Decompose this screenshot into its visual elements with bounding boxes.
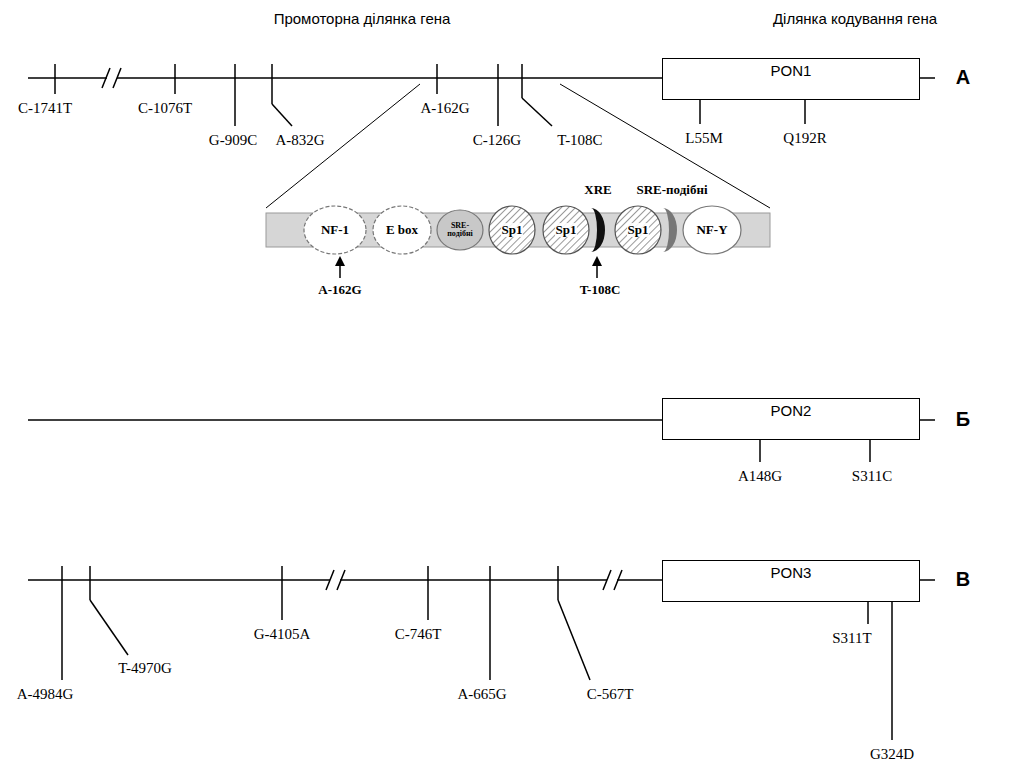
factor-site: Sp1 [488,205,536,255]
site-ellipse [373,206,431,254]
variant-label: G-4105A [254,626,311,643]
variant-label: G324D [870,746,914,763]
snp-tick [174,64,176,94]
break-mark [614,570,622,590]
break-mark [102,68,110,88]
snp-tick [497,64,499,126]
sre-site [663,208,677,252]
gene-box: PON2 [662,398,920,440]
variant-label: C-1741T [18,100,72,117]
arrow-head [592,256,602,266]
variant-label: G-909C [209,132,257,149]
site-name: NF-Y [696,223,727,237]
panel-letter: А [956,66,970,89]
panel-letter: Б [956,408,970,431]
variant-label: A-832G [275,132,324,149]
snp-tick [489,566,491,680]
gene-name: PON3 [771,561,812,581]
snp-tick [54,64,56,94]
snp-tick [759,440,761,462]
snp-tick [521,64,523,98]
leader-line [558,600,590,680]
site-label: XRE [584,182,611,198]
gene-name: PON2 [771,399,812,419]
site-ellipse [489,206,535,254]
zoom-line [266,84,420,208]
site-name: Sp1 [501,223,524,237]
site-label: SRE-подібні [636,182,707,198]
site-ellipse [437,210,483,250]
break-mark [113,68,121,88]
leader-line [272,104,292,126]
snp-tick [436,64,438,94]
variant-label: A-4984G [17,686,74,703]
snp-tick [89,566,91,600]
region-heading: Промоторна ділянка гена [274,10,451,27]
snp-tick [557,566,559,600]
site-name: SRE-подібні [444,222,476,239]
site-name: Sp1 [627,223,650,237]
panel-letter: В [956,568,970,591]
snp-tick [281,566,283,620]
snp-tick [271,64,273,104]
factor-site: E box [372,205,432,255]
arrow-head [335,256,345,266]
variant-label: T-4970G [118,660,172,677]
factor-site: NF-Y [682,205,742,255]
leader-line [522,98,552,126]
snp-tick [867,602,869,624]
snp-tick [869,440,871,462]
variant-label: T-108C [580,282,621,298]
variant-label: S311T [832,630,871,647]
snp-tick [234,64,236,126]
variant-label: A148G [738,468,782,485]
variant-label: Q192R [783,130,826,147]
variant-label: C-126G [473,132,521,149]
variant-label: T-108C [557,132,602,149]
variant-label: A-162G [318,282,361,298]
gene-name: PON1 [771,59,812,79]
break-mark [326,570,334,590]
snp-tick [699,100,701,124]
xre-site [591,208,605,252]
gene-box: PON1 [662,58,920,100]
gene-box: PON3 [662,560,920,602]
variant-label: C-567T [587,686,634,703]
variant-label: C-746T [395,626,442,643]
site-ellipse [615,206,661,254]
snp-tick [804,100,806,124]
site-ellipse [304,206,366,254]
factor-site: NF-1 [303,205,367,255]
site-ellipse [543,206,589,254]
break-mark [337,570,345,590]
variant-label: A-665G [457,686,506,703]
leader-line [90,600,128,655]
site-name: NF-1 [321,223,349,237]
variant-label: A-162G [420,100,469,117]
pointer-arrow [596,264,598,278]
site-name: Sp1 [555,223,578,237]
region-heading: Ділянка кодування гена [773,10,937,27]
factor-site: SRE-подібні [436,209,484,251]
snp-tick [427,566,429,620]
pointer-arrow [339,264,341,278]
site-ellipse [683,206,741,254]
gene-lines [28,64,935,740]
snp-tick [61,566,63,680]
factor-site: Sp1 [614,205,662,255]
variant-label: L55M [685,130,723,147]
factor-site: Sp1 [542,205,590,255]
snp-tick [891,602,893,740]
variant-label: C-1076T [138,100,192,117]
site-name: E box [386,223,418,237]
break-mark [603,570,611,590]
variant-label: S311C [852,468,892,485]
